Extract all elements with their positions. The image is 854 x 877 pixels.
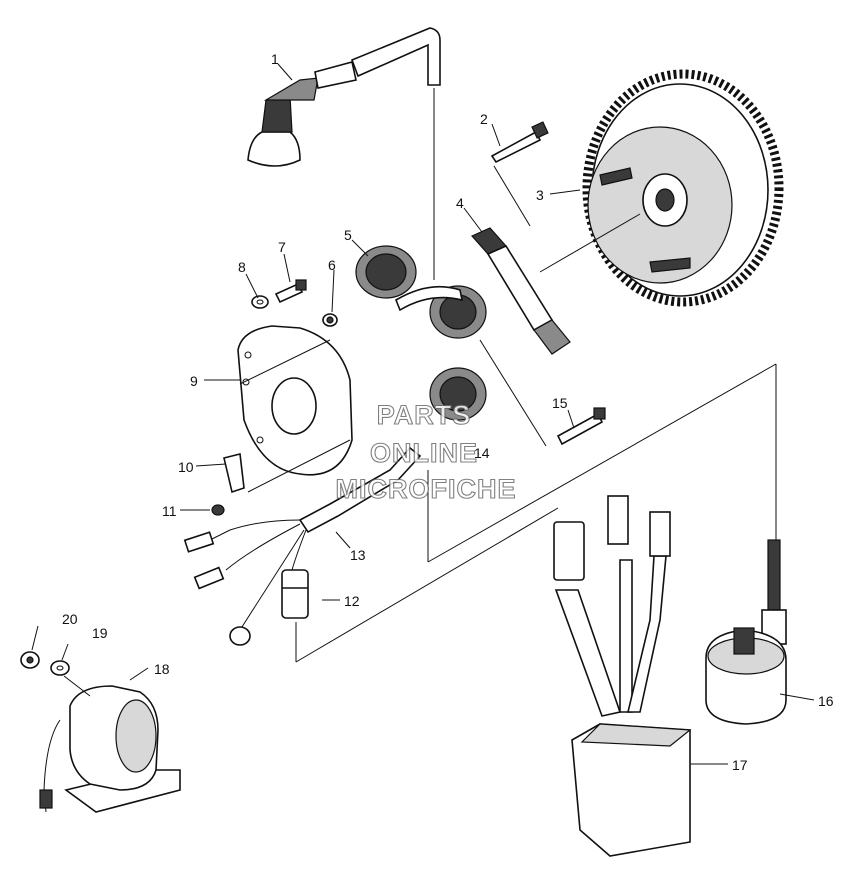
callout-14: 14: [474, 445, 490, 461]
part-bolt-7: [274, 279, 307, 304]
part-starter-relay: [39, 685, 181, 813]
callout-4: 4: [456, 195, 464, 211]
callout-8: 8: [238, 259, 246, 275]
part-wire-harness: [183, 446, 422, 646]
assembly-lines: [63, 88, 777, 697]
part-flywheel: [582, 69, 784, 307]
part-spark-plug-cap: [247, 27, 441, 167]
leader-lines: [31, 63, 815, 765]
callout-17: 17: [732, 757, 748, 773]
callout-9: 9: [190, 373, 198, 389]
callout-20: 20: [62, 611, 78, 627]
watermark: PARTS ONLINE MICROFICHE: [335, 399, 517, 504]
part-ignition-coil: [705, 539, 787, 725]
callout-11: 11: [162, 503, 177, 519]
part-bolt-15: [556, 407, 606, 446]
callout-16: 16: [818, 693, 834, 709]
part-cdi-unit: [553, 495, 692, 857]
callout-1: 1: [271, 51, 279, 67]
part-washer-8: [251, 295, 269, 309]
callout-18: 18: [154, 661, 170, 677]
watermark-line-2: ONLINE: [370, 438, 478, 468]
callout-3: 3: [536, 187, 544, 203]
callout-7: 7: [278, 239, 286, 255]
callout-13: 13: [350, 547, 366, 563]
part-nut-20: [20, 651, 40, 669]
part-pulser-coil: [471, 227, 571, 355]
part-bolt-2: [490, 121, 549, 164]
callout-6: 6: [328, 257, 336, 273]
part-connector-12: [281, 569, 309, 619]
part-clamp-10: [223, 453, 245, 494]
callout-labels: 1 2 3 4 5 6 7 8 9 10 11 12 13 14 15 16 1…: [62, 51, 834, 773]
callout-15: 15: [552, 395, 568, 411]
callout-19: 19: [92, 625, 108, 641]
part-nut-6: [322, 313, 338, 327]
part-screw-11: [211, 504, 225, 516]
part-stator-plate: [237, 325, 353, 476]
watermark-line-1: PARTS: [377, 400, 472, 430]
callout-2: 2: [480, 111, 488, 127]
callout-5: 5: [344, 227, 352, 243]
watermark-line-3: MICROFICHE: [336, 474, 517, 504]
part-stator-coils: [355, 245, 487, 421]
callout-12: 12: [344, 593, 360, 609]
part-washer-19: [50, 660, 70, 676]
callout-10: 10: [178, 459, 194, 475]
